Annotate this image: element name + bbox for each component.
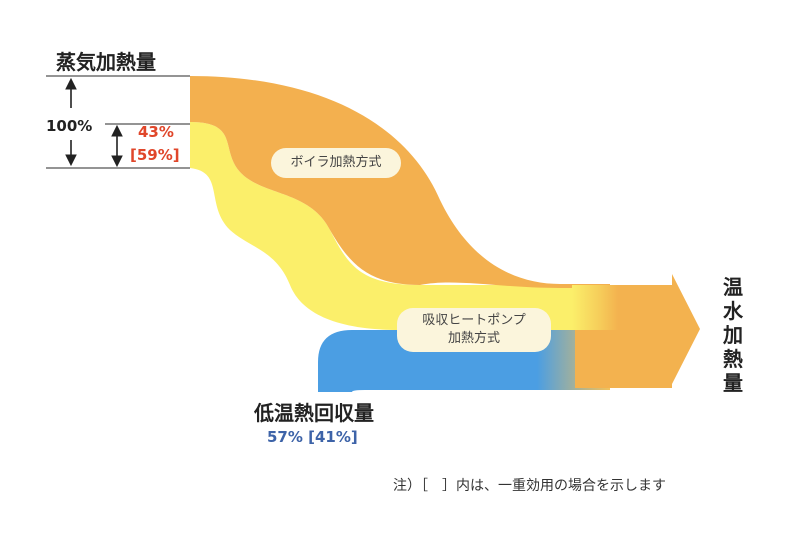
steam-percent-label: 100% [46,117,93,135]
boiler-flow [190,76,610,288]
heat-pump-label-line1: 吸収ヒートポンプ [422,313,526,328]
heat-pump-flow [190,122,610,330]
low-temp-recovery-label: 低温熱回収量 [254,401,374,425]
boiler-method-bubble: ボイラ加熱方式 [271,148,401,178]
hot-water-char: 量 [723,371,743,395]
hot-water-heating-label: 温 水 加 熱 量 [720,275,746,395]
hot-water-char: 温 [723,275,743,299]
double-arrow-43 [111,124,123,168]
low-temp-percent-label: 57% [41%] [267,428,358,446]
boiler-method-label: ボイラ加熱方式 [290,155,382,170]
blend-zone [572,285,618,330]
hot-water-char: 水 [723,299,743,323]
yellow-percent-label: 43% [138,123,174,141]
steam-heating-label: 蒸気加熱量 [56,50,156,74]
yellow-percent-bracket-label: [59%] [130,146,180,164]
footnote: 注）［ ］内は、一重効用の場合を示します [393,478,666,494]
hot-water-char: 加 [723,323,743,347]
heat-pump-method-bubble: 吸収ヒートポンプ 加熱方式 [397,308,551,352]
double-arrow-100 [65,77,77,167]
heat-pump-label-line2: 加熱方式 [447,331,500,346]
hot-water-char: 熱 [723,347,743,371]
